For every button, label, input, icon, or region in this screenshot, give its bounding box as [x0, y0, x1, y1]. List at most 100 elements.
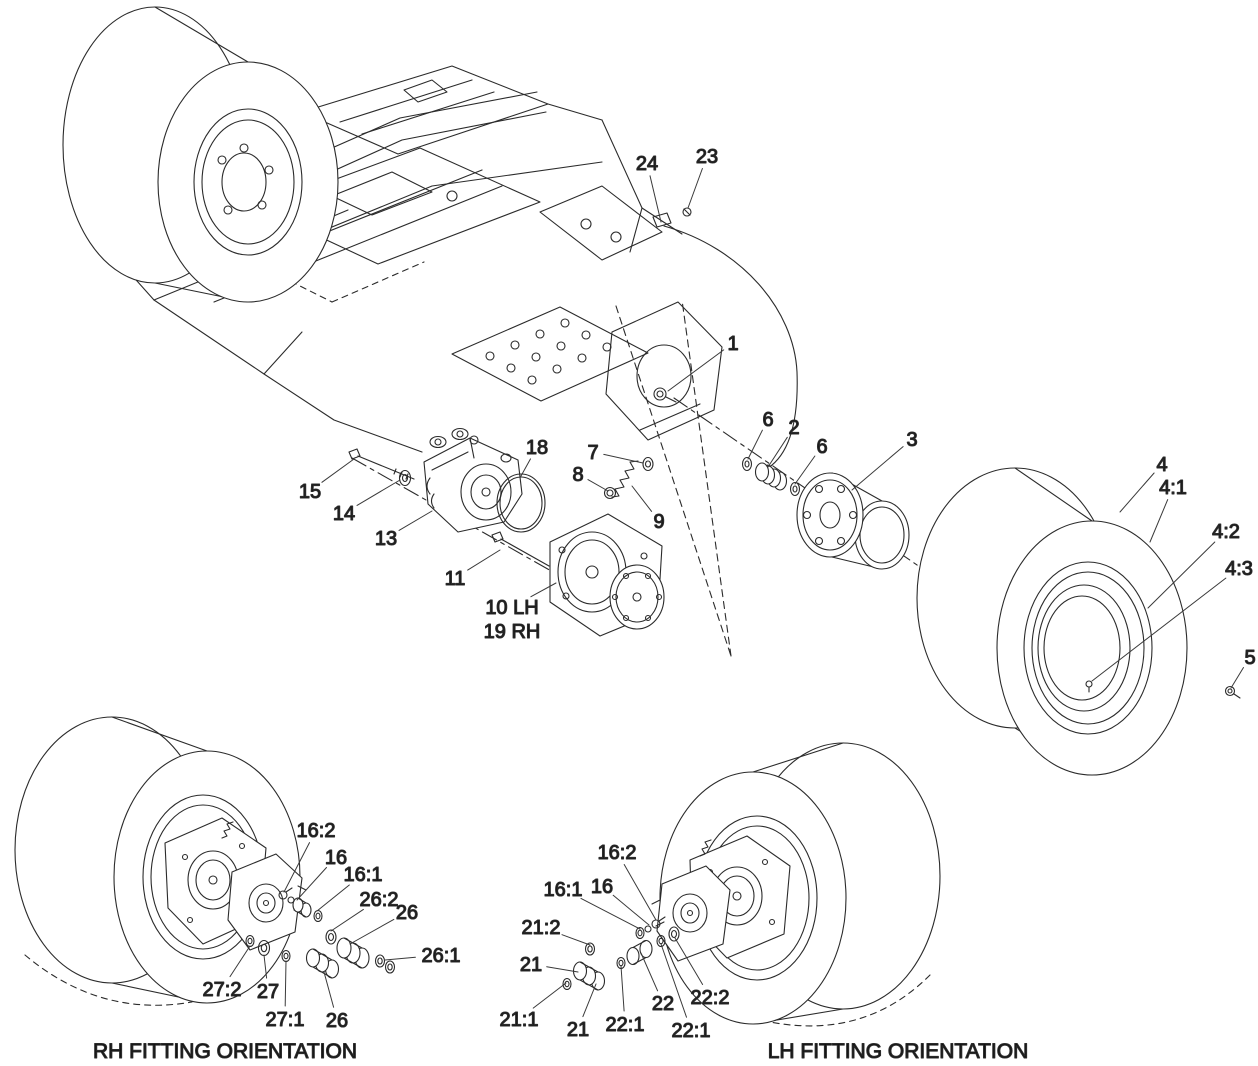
callout-leader [794, 455, 816, 485]
callout-label: 19 RH [484, 621, 541, 643]
coupler-set [741, 456, 801, 497]
callout-leader [603, 453, 644, 464]
callout-label: 16 [325, 847, 347, 869]
callout-leader [384, 956, 416, 961]
washer-6a [741, 456, 753, 472]
callout-label: 11 [445, 568, 466, 590]
callout-leader [284, 960, 287, 1007]
callout-leader [398, 510, 433, 531]
lug-bolt-5 [1224, 685, 1241, 699]
callout-label: 21 [520, 954, 542, 976]
washer-7 [642, 456, 654, 472]
callout-leader [649, 175, 662, 223]
callout-leader [532, 982, 567, 1009]
rh-wheel-assembly [14, 716, 307, 1006]
callout-label: 3 [906, 429, 917, 451]
callout-label: 2 [788, 417, 799, 439]
o-ring-18 [496, 473, 546, 533]
callout-leader [851, 446, 904, 491]
callout-label: 16:1 [344, 864, 383, 886]
callout-label: 15 [299, 481, 321, 503]
rh-caption: RH FITTING ORIENTATION [93, 1040, 357, 1063]
callout-leader [323, 971, 335, 1008]
washer-6b [789, 481, 801, 497]
callout-leader [674, 937, 704, 985]
callout-label: 5 [1244, 647, 1255, 669]
callout-leader [767, 436, 788, 468]
callout-leader [356, 479, 401, 506]
right-rear-wheel [916, 467, 1188, 776]
callout-label: 22:1 [672, 1020, 711, 1042]
callout-label: 10 LH [485, 597, 538, 619]
callout-label: 22:2 [691, 987, 730, 1009]
callout-leader [667, 349, 725, 392]
callout-label: 18 [526, 437, 548, 459]
callout-label: 22 [652, 993, 674, 1015]
lh-wheel-assembly [651, 742, 941, 1027]
callout-label: 14 [333, 503, 355, 525]
callout-label: 16 [591, 876, 613, 898]
callout-leader [1091, 577, 1227, 682]
callout-leader [283, 842, 310, 893]
callout-label: 13 [375, 528, 397, 550]
callout-leader [1149, 499, 1169, 543]
callout-leader [263, 954, 268, 979]
callout-label: 24 [636, 153, 658, 175]
callout-leader [587, 479, 609, 492]
callout-label: 9 [653, 511, 664, 533]
callout-label: 1 [727, 333, 738, 355]
brake-cable [652, 207, 798, 472]
callout-label: 27:1 [266, 1009, 305, 1031]
callout-label: 6 [762, 409, 773, 431]
callout-label: 6 [816, 436, 827, 458]
callout-label: 26:1 [422, 945, 461, 967]
gear-housing-10 [549, 513, 665, 637]
leader-lines [229, 168, 1244, 1018]
cable-clamp [652, 212, 672, 228]
nut-8 [603, 486, 617, 500]
callout-leader [631, 485, 653, 512]
callout-leader [316, 884, 350, 912]
callout-label: 16:1 [544, 879, 583, 901]
callout-leader [546, 966, 579, 973]
callout-label: 4:1 [1159, 477, 1187, 499]
callout-leader [687, 168, 703, 209]
washer-14 [398, 469, 412, 487]
callout-label: 16:2 [297, 820, 336, 842]
callout-leader [530, 582, 557, 598]
spring-9 [611, 460, 639, 498]
callout-leader [229, 945, 251, 978]
callout-label: 7 [587, 442, 598, 464]
clamp-screw [682, 207, 692, 217]
callout-leader [612, 894, 650, 926]
callout-leader [321, 458, 355, 483]
callout-leader [330, 908, 364, 932]
spring-assembly [603, 456, 654, 500]
callout-label: 22:1 [606, 1014, 645, 1036]
wheel-hub-3 [796, 472, 910, 570]
coupler-2 [754, 462, 788, 491]
callout-leader [580, 897, 641, 930]
callout-label: 21:1 [500, 1009, 539, 1031]
callout-leader [620, 965, 625, 1012]
callout-label: 26:2 [360, 889, 399, 911]
callout-label: 21:2 [522, 917, 561, 939]
callout-label: 8 [572, 464, 583, 486]
callout-leader [520, 458, 531, 477]
callout-label: 27 [257, 981, 279, 1003]
left-rear-wheel [62, 6, 339, 303]
hydraulic-pump-13 [423, 427, 523, 533]
callout-label: 4 [1156, 454, 1167, 476]
callout-leader [747, 429, 763, 460]
projection-lines [615, 299, 732, 657]
housing-bolt-11 [491, 531, 550, 567]
callout-leader [640, 952, 659, 992]
callout-label: 4:3 [1225, 558, 1253, 580]
callout-leader [296, 867, 327, 901]
callout-leader [467, 549, 501, 571]
callout-leader [349, 918, 395, 945]
rh-pump-body [227, 853, 303, 951]
callout-leader [561, 934, 591, 946]
